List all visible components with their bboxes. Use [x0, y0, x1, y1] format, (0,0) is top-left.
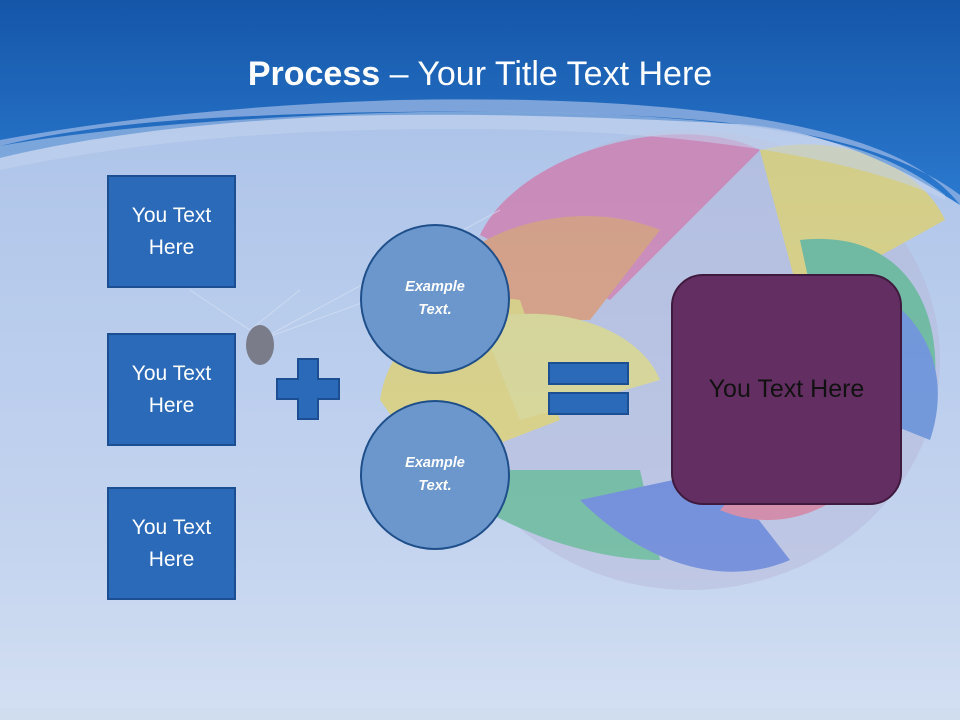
result-label: You Text Here	[708, 375, 865, 403]
equals-icon	[548, 362, 629, 415]
example-circle-label: Example Text.	[405, 279, 465, 318]
input-box-1: You Text Here	[107, 175, 236, 288]
example-circle-1: Example Text.	[360, 224, 510, 374]
input-box-2: You Text Here	[107, 333, 236, 446]
result-box: You Text Here	[671, 274, 902, 505]
title-bold: Process	[247, 55, 381, 93]
input-box-label: You Text Here	[131, 203, 212, 259]
title-rest: – Your Title Text Here	[380, 55, 713, 93]
page-title: Process – Your Title Text Here	[0, 52, 960, 96]
example-circle-label: Example Text.	[405, 455, 465, 494]
input-box-label: You Text Here	[131, 515, 212, 571]
input-box-label: You Text Here	[131, 361, 212, 417]
input-box-3: You Text Here	[107, 487, 236, 600]
example-circle-2: Example Text.	[360, 400, 510, 550]
plus-icon	[276, 358, 340, 420]
